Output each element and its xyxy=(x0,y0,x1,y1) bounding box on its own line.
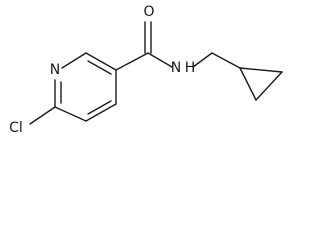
molecule-drawing: Cl N O N H xyxy=(9,4,283,136)
atom-label-ring-nitrogen: N xyxy=(50,62,60,78)
atom-label-amide-nitrogen: N xyxy=(171,60,181,76)
atom-label-carbonyl-oxygen: O xyxy=(143,4,154,20)
bond-c2-c3 xyxy=(85,52,117,71)
bond-c3-carbonyl xyxy=(115,52,149,71)
bond-c4-c5 xyxy=(85,103,117,122)
atom-label-amide-hydrogen: H xyxy=(185,60,196,76)
bond-cp-bottom xyxy=(255,71,283,101)
bond-c2-c3-double xyxy=(87,60,112,75)
bond-c5-c6 xyxy=(54,106,87,122)
atom-label-chlorine: Cl xyxy=(9,120,23,136)
bond-cp-top xyxy=(239,67,283,73)
bond-n1-c2 xyxy=(61,52,87,69)
bond-n-ch2 xyxy=(192,52,213,68)
bond-carbonyl-n xyxy=(147,52,173,68)
bond-cl-c6 xyxy=(29,106,56,125)
bond-cp-left xyxy=(239,67,257,101)
bond-c4-c5-double xyxy=(87,100,112,115)
structure-diagram: Cl N O N H xyxy=(9,4,283,136)
bond-ch2-cp xyxy=(211,52,241,69)
